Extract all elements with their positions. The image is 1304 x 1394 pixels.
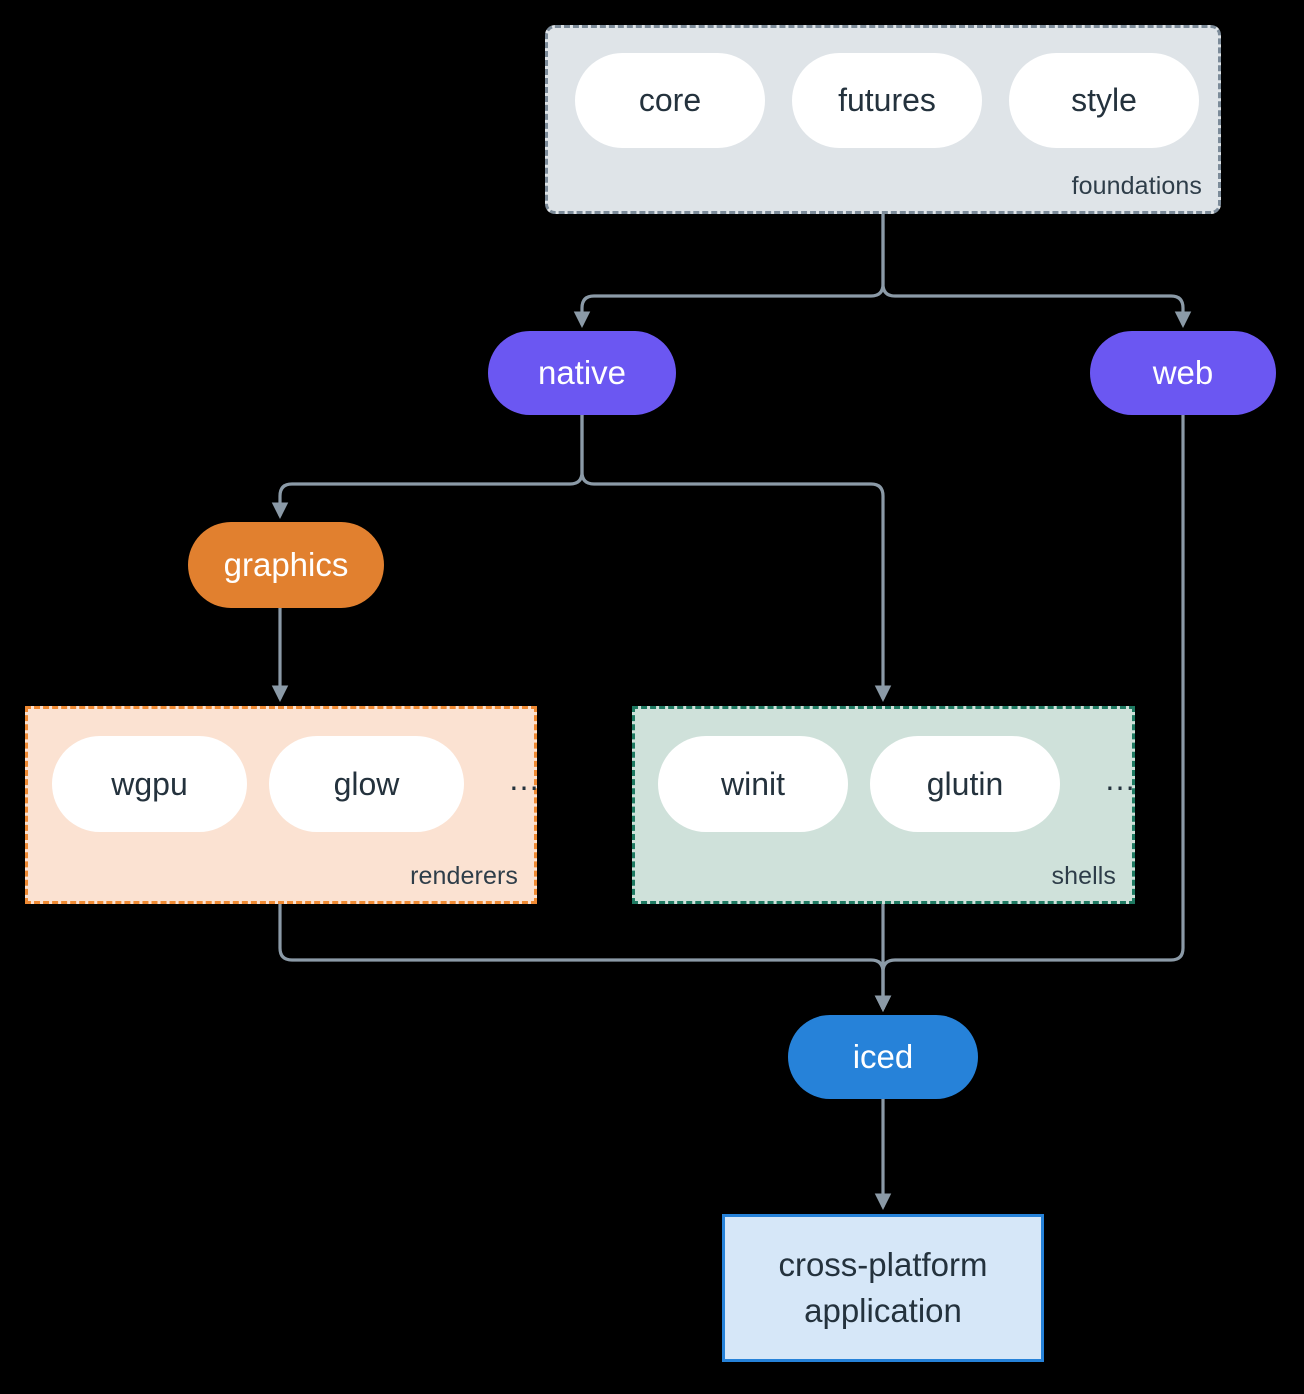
edge-foundations-web (881, 214, 1192, 328)
node-cross-platform-application[interactable]: cross-platform application (722, 1214, 1044, 1362)
edge-native-shells (580, 415, 892, 702)
node-web[interactable]: web (1090, 331, 1276, 415)
application-label-line2: application (804, 1292, 962, 1329)
group-foundations: core futures style foundations (545, 25, 1221, 214)
chip-style[interactable]: style (1009, 53, 1199, 148)
edge-renderers-iced (278, 904, 892, 1012)
chip-glow[interactable]: glow (269, 736, 464, 832)
group-label-shells: shells (1051, 862, 1116, 890)
shells-more-ellipsis: … (1104, 761, 1136, 797)
group-shells: winit glutin … shells (632, 706, 1136, 904)
node-iced[interactable]: iced (788, 1015, 978, 1099)
chip-futures[interactable]: futures (792, 53, 982, 148)
chip-core[interactable]: core (575, 53, 765, 148)
shells-chip-row: winit glutin … (658, 736, 1136, 832)
edge-native-graphics (271, 415, 584, 519)
group-label-renderers: renderers (410, 862, 518, 890)
renderers-chip-row: wgpu glow … (52, 736, 540, 832)
chip-winit[interactable]: winit (658, 736, 848, 832)
node-graphics[interactable]: graphics (188, 522, 384, 608)
renderers-more-ellipsis: … (508, 761, 540, 797)
application-label-line1: cross-platform (778, 1246, 988, 1284)
group-label-foundations: foundations (1071, 172, 1202, 200)
node-native[interactable]: native (488, 331, 676, 415)
foundations-chip-row: core futures style (575, 53, 1199, 148)
group-renderers: wgpu glow … renderers (25, 706, 540, 904)
chip-glutin[interactable]: glutin (870, 736, 1060, 832)
chip-wgpu[interactable]: wgpu (52, 736, 247, 832)
edge-foundations-native (573, 214, 885, 328)
